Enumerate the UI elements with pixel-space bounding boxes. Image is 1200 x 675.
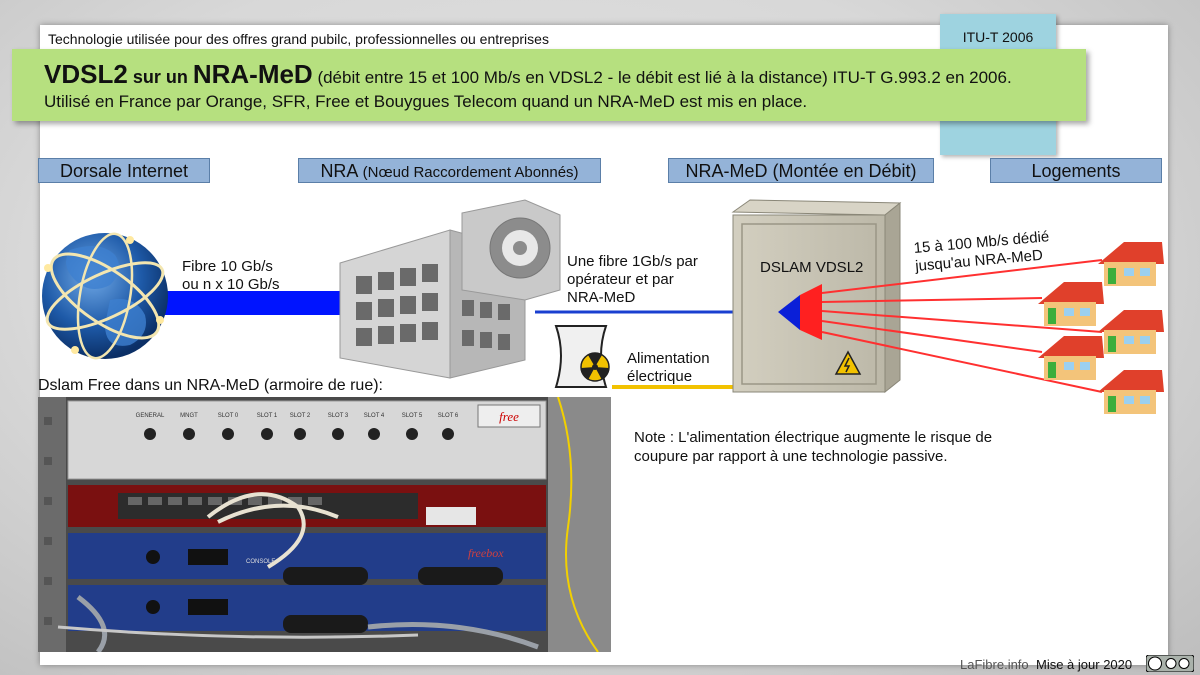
- label-dslam: DSLAM VDSL2: [760, 259, 864, 276]
- house-icon-2: [1038, 282, 1104, 326]
- internet-globe-icon: [42, 232, 168, 360]
- photo-brand-freebox: freebox: [468, 546, 504, 560]
- slot-label-6: SLOT 4: [364, 413, 385, 419]
- label-power-line2: électrique: [627, 368, 693, 385]
- slot-label-1: MNGT: [180, 413, 198, 419]
- slot-label-2: SLOT 0: [218, 413, 239, 419]
- header-nra: NRA (Nœud Raccordement Abonnés): [298, 158, 601, 183]
- slot-label-8: SLOT 6: [438, 413, 459, 419]
- header-dorsale-internet: Dorsale Internet: [38, 158, 210, 183]
- house-icon-3: [1098, 310, 1164, 354]
- footer-update: Mise à jour 2020: [1036, 657, 1133, 672]
- house-icon-4: [1038, 336, 1104, 380]
- dslam-rack-photo: GENERAL MNGT SLOT 0 SLOT 1 SLOT 2 SLOT 3…: [38, 397, 611, 652]
- power-plant-icon: [554, 325, 610, 388]
- backbone-fibre-link: [150, 291, 350, 315]
- creative-commons-icon: [1146, 655, 1194, 672]
- banner-sur-un: sur un: [127, 67, 193, 87]
- label-backbone-fibre-line2: ou n x 10 Gb/s: [182, 276, 280, 293]
- slot-label-4: SLOT 2: [290, 413, 311, 419]
- banner-title-line: VDSL2 sur un NRA-MeD (débit entre 15 et …: [44, 59, 1012, 90]
- house-icon-1: [1098, 242, 1164, 286]
- title-banner: [12, 49, 1086, 121]
- header-logements: Logements: [990, 158, 1162, 183]
- banner-description: (débit entre 15 et 100 Mb/s en VDSL2 - l…: [312, 68, 1012, 87]
- label-operator-fibre-line1: Une fibre 1Gb/s par: [567, 253, 698, 270]
- slot-label-3: SLOT 1: [257, 413, 278, 419]
- dslam-rack-drawing: GENERAL MNGT SLOT 0 SLOT 1 SLOT 2 SLOT 3…: [38, 397, 611, 652]
- label-backbone-fibre: Fibre 10 Gb/s ou n x 10 Gb/s: [182, 258, 280, 294]
- footer-site: LaFibre.info: [960, 657, 1029, 672]
- label-backbone-fibre-line1: Fibre 10 Gb/s: [182, 258, 273, 275]
- dslam-copper-port: [800, 284, 822, 340]
- label-power-line1: Alimentation: [627, 350, 710, 367]
- slot-label-5: SLOT 3: [328, 413, 349, 419]
- label-operator-fibre-line2: opérateur et par: [567, 271, 674, 288]
- banner-vdsl2: VDSL2: [44, 59, 128, 89]
- house-icon-5: [1098, 370, 1164, 414]
- photo-caption: Dslam Free dans un NRA-MeD (armoire de r…: [38, 377, 383, 394]
- power-note: Note : L'alimentation électrique augment…: [634, 428, 992, 466]
- header-nra-detail: (Nœud Raccordement Abonnés): [358, 164, 579, 181]
- banner-operators-line: Utilisé en France par Orange, SFR, Free …: [44, 92, 808, 111]
- power-note-line2: coupure par rapport à une technologie pa…: [634, 448, 948, 465]
- photo-console-label: CONSOLE: [246, 559, 275, 565]
- photo-brand-free: free: [499, 409, 519, 424]
- itu-year-label: ITU-T 2006: [962, 29, 1034, 45]
- slot-label-0: GENERAL: [136, 413, 165, 419]
- slide-subtitle: Technologie utilisée pour des offres gra…: [48, 31, 549, 47]
- banner-nramed: NRA-MeD: [192, 59, 313, 89]
- label-operator-fibre: Une fibre 1Gb/s par opérateur et par NRA…: [567, 253, 698, 307]
- nra-building-icon: [339, 199, 561, 379]
- label-operator-fibre-line3: NRA-MeD: [567, 289, 636, 306]
- slot-label-7: SLOT 5: [402, 413, 423, 419]
- power-note-line1: Note : L'alimentation électrique augment…: [634, 429, 993, 446]
- dslam-fibre-port: [778, 295, 800, 330]
- copper-lines: [821, 259, 1103, 393]
- label-power: Alimentation électrique: [627, 350, 710, 386]
- header-nra-med: NRA-MeD (Montée en Débit): [668, 158, 934, 183]
- header-nra-main: NRA: [320, 161, 359, 181]
